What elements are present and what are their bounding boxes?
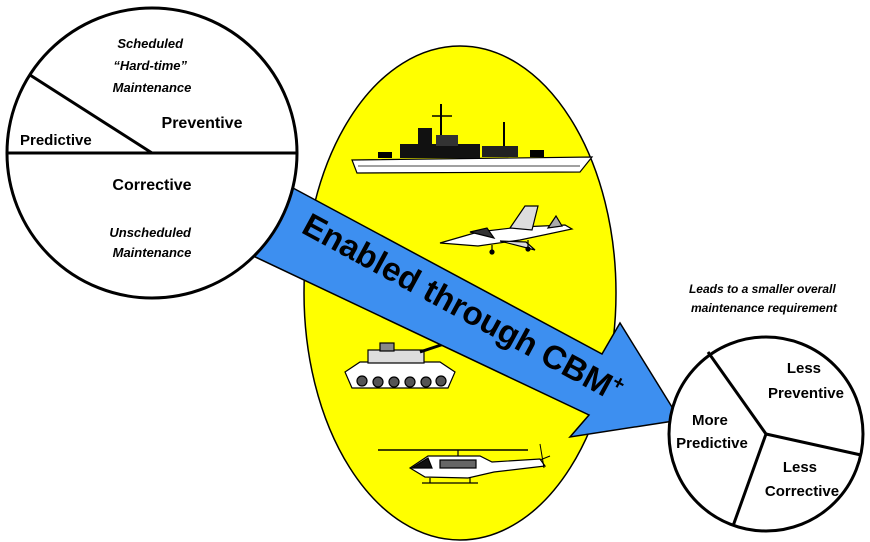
cbm-arrow (228, 187, 682, 439)
predictive-label: Predictive (20, 132, 92, 149)
current-maintenance-pie: Scheduled “Hard-time” Maintenance Predic… (5, 6, 299, 300)
unscheduled-maintenance-label: Unscheduled Maintenance (109, 225, 194, 260)
corrective-label: Corrective (112, 177, 191, 194)
fighter-jet-icon (439, 205, 574, 255)
future-maintenance-pie: Less Preventive More Predictive Less Cor… (667, 335, 865, 533)
preventive-label: Preventive (162, 115, 243, 132)
helicopter-icon (378, 443, 551, 484)
tank-icon (344, 339, 456, 389)
outcome-caption: Leads to a smaller overall maintenance r… (689, 282, 839, 315)
less-preventive-label: Less Preventive (768, 360, 844, 402)
more-predictive-label: More Predictive (676, 412, 748, 452)
scheduled-maintenance-label: Scheduled “Hard-time” Maintenance (113, 36, 192, 95)
less-corrective-label: Less Corrective (765, 459, 839, 500)
ship-icon (351, 104, 594, 174)
